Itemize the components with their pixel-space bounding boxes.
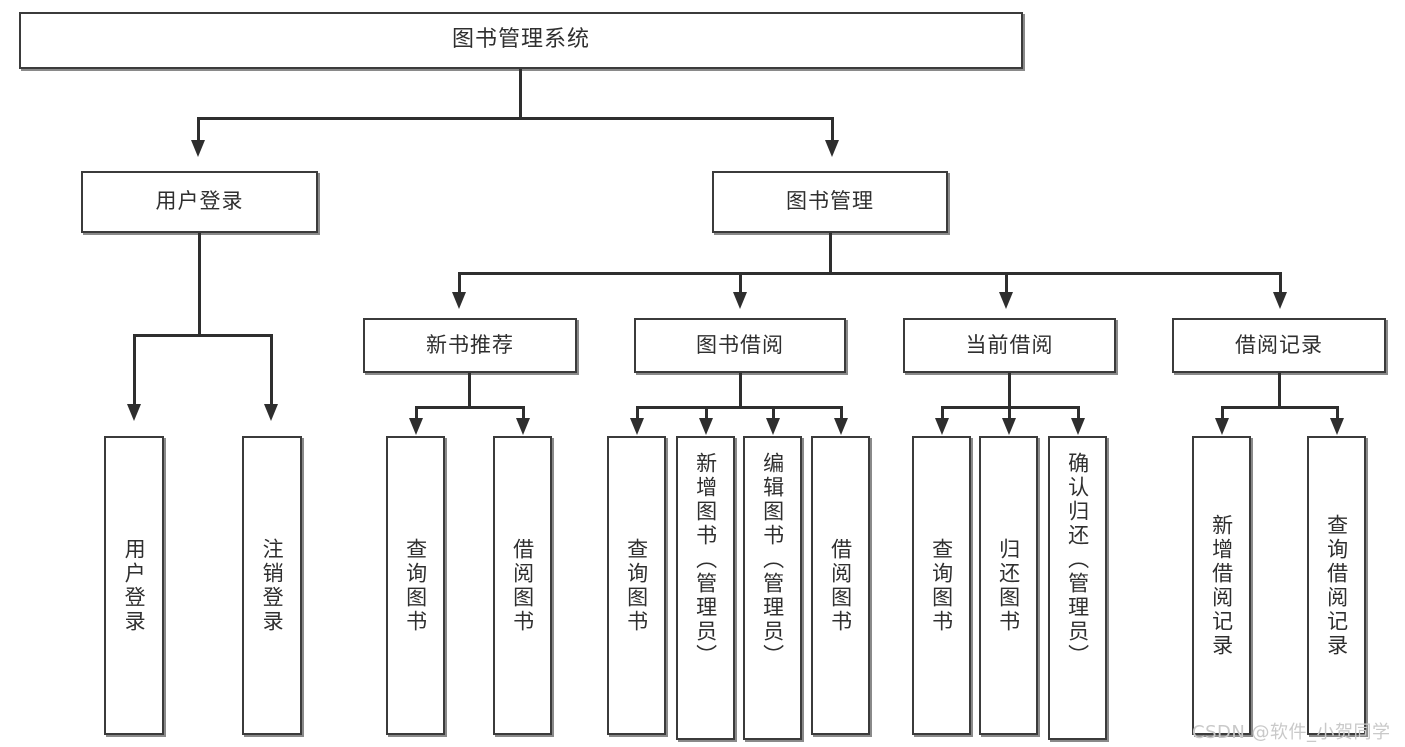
node-label: 用户登录 (122, 537, 147, 634)
connector-root-stem (519, 69, 522, 118)
connector-book-manage-bus (458, 272, 1282, 275)
leaf-query-book-current[interactable]: 查询图书 (912, 436, 971, 735)
node-label: 编辑图书（管理员） (760, 452, 785, 668)
connector-user-login-stem (198, 233, 201, 336)
node-label: 图书管理 (786, 189, 874, 214)
node-label: 新增借阅记录 (1209, 513, 1234, 658)
arrow-user-login-to-leaf-2 (264, 404, 278, 421)
connector-book-borrow-to-leaf-1 (636, 406, 639, 420)
node-label: 用户登录 (155, 189, 244, 214)
connector-user-login-to-leaf-1 (133, 334, 136, 406)
node-label: 查询图书 (624, 537, 649, 634)
node-current-borrow[interactable]: 当前借阅 (903, 318, 1116, 373)
node-label: 当前借阅 (965, 332, 1054, 357)
leaf-edit-book-admin[interactable]: 编辑图书（管理员） (743, 436, 802, 740)
connector-root-to-user-login (197, 117, 200, 142)
leaf-user-login[interactable]: 用户登录 (104, 436, 164, 735)
connector-current-borrow-to-leaf-3 (1077, 406, 1080, 420)
connector-borrow-record-stem (1278, 373, 1281, 408)
connector-user-login-bus (133, 334, 273, 337)
leaf-user-logout[interactable]: 注销登录 (242, 436, 302, 735)
connector-book-manage-to-borrow-record (1279, 272, 1282, 294)
node-label: 注销登录 (260, 537, 285, 634)
leaf-query-book-new-recommend[interactable]: 查询图书 (386, 436, 445, 735)
connector-user-login-to-leaf-2 (270, 334, 273, 406)
arrow-user-login-to-leaf-1 (127, 404, 141, 421)
node-label: 归还图书 (996, 537, 1021, 634)
node-label: 新书推荐 (426, 332, 514, 357)
arrow-root-to-user-login (191, 140, 205, 157)
arrow-new-book-to-leaf-2 (516, 418, 530, 435)
connector-current-borrow-stem (1008, 373, 1011, 408)
node-label: 图书借阅 (696, 332, 784, 357)
connector-root-to-book-manage (831, 117, 834, 142)
connector-borrow-record-to-leaf-1 (1221, 406, 1224, 420)
node-label: 确认归还（管理员） (1065, 452, 1090, 668)
leaf-add-borrow-record[interactable]: 新增借阅记录 (1192, 436, 1251, 735)
node-new-book-recommend[interactable]: 新书推荐 (363, 318, 577, 373)
connector-book-manage-stem (829, 233, 832, 274)
leaf-add-book-admin[interactable]: 新增图书（管理员） (676, 436, 735, 740)
leaf-borrow-book-borrow[interactable]: 借阅图书 (811, 436, 870, 735)
node-label: 借阅记录 (1235, 332, 1323, 357)
connector-book-borrow-stem (739, 373, 742, 408)
leaf-query-book-borrow[interactable]: 查询图书 (607, 436, 666, 735)
connector-new-book-to-leaf-1 (415, 406, 418, 420)
csdn-watermark: CSDN @软件_小贺同学 (1192, 722, 1391, 743)
connector-borrow-record-to-leaf-2 (1336, 406, 1339, 420)
arrow-book-manage-to-borrow-record (1273, 292, 1287, 309)
arrow-borrow-record-to-leaf-2 (1330, 418, 1344, 435)
node-label: 查询图书 (929, 537, 954, 634)
connector-new-book-to-leaf-2 (522, 406, 525, 420)
node-root-book-management-system[interactable]: 图书管理系统 (19, 12, 1023, 69)
connector-current-borrow-to-leaf-1 (941, 406, 944, 420)
arrow-borrow-record-to-leaf-1 (1215, 418, 1229, 435)
leaf-confirm-return-admin[interactable]: 确认归还（管理员） (1048, 436, 1107, 740)
leaf-query-borrow-record[interactable]: 查询借阅记录 (1307, 436, 1366, 735)
node-label: 新增图书（管理员） (693, 452, 718, 668)
arrow-book-borrow-to-leaf-2 (699, 418, 713, 435)
connector-current-borrow-to-leaf-2 (1008, 406, 1011, 420)
node-label: 借阅图书 (510, 537, 535, 634)
connector-book-manage-to-current-borrow (1005, 272, 1008, 294)
arrow-current-borrow-to-leaf-1 (935, 418, 949, 435)
node-book-management[interactable]: 图书管理 (712, 171, 948, 233)
arrow-book-manage-to-new-book (452, 292, 466, 309)
leaf-return-book[interactable]: 归还图书 (979, 436, 1038, 735)
arrow-new-book-to-leaf-1 (409, 418, 423, 435)
connector-book-borrow-to-leaf-3 (772, 406, 775, 420)
arrow-book-manage-to-current-borrow (999, 292, 1013, 309)
node-borrow-record[interactable]: 借阅记录 (1172, 318, 1386, 373)
arrow-root-to-book-manage (825, 140, 839, 157)
arrow-current-borrow-to-leaf-3 (1071, 418, 1085, 435)
node-user-login[interactable]: 用户登录 (81, 171, 318, 233)
connector-book-manage-to-new-book (458, 272, 461, 294)
arrow-book-borrow-to-leaf-1 (630, 418, 644, 435)
arrow-book-manage-to-book-borrow (733, 292, 747, 309)
leaf-borrow-book-new-recommend[interactable]: 借阅图书 (493, 436, 552, 735)
connector-book-manage-to-book-borrow (739, 272, 742, 294)
node-label: 查询借阅记录 (1324, 513, 1349, 658)
connector-borrow-record-bus (1221, 406, 1339, 409)
node-label: 借阅图书 (828, 537, 853, 634)
connector-book-borrow-bus (636, 406, 843, 409)
arrow-current-borrow-to-leaf-2 (1002, 418, 1016, 435)
connector-new-book-stem (468, 373, 471, 408)
arrow-book-borrow-to-leaf-4 (834, 418, 848, 435)
connector-book-borrow-to-leaf-4 (840, 406, 843, 420)
node-book-borrow[interactable]: 图书借阅 (634, 318, 846, 373)
node-label: 查询图书 (403, 537, 428, 634)
node-label: 图书管理系统 (451, 27, 590, 53)
connector-root-bus (197, 117, 834, 120)
connector-new-book-bus (415, 406, 525, 409)
arrow-book-borrow-to-leaf-3 (766, 418, 780, 435)
connector-book-borrow-to-leaf-2 (705, 406, 708, 420)
